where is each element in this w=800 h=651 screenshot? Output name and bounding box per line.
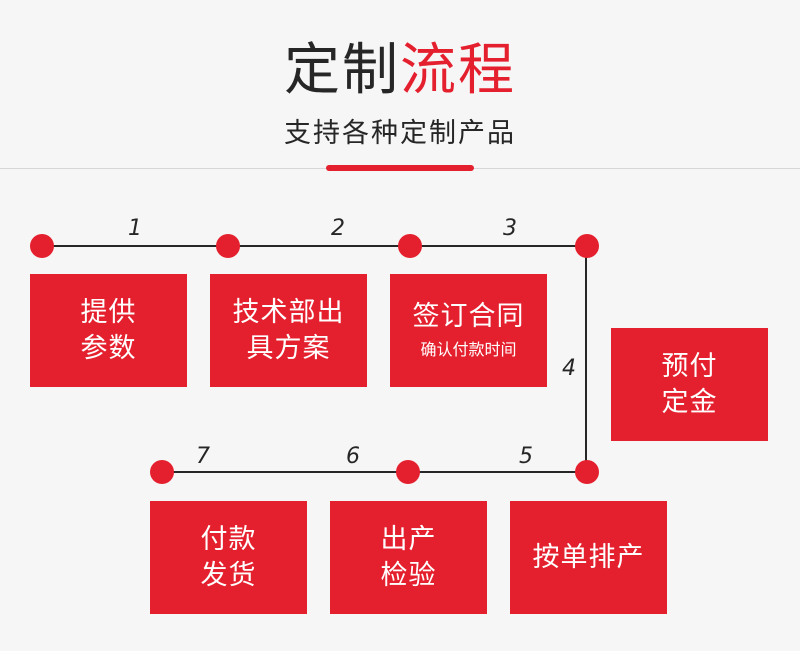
page-title: 定制流程 [0,36,800,106]
step-label: 预付 [661,350,718,382]
flow-dot [575,460,599,484]
step-label: 提供 [80,296,137,328]
flow-dot [398,234,422,258]
title-dark-text: 定制 [284,38,400,103]
flow-dot [575,234,599,258]
step-box-sign-contract: 签订合同 确认付款时间 [390,274,547,387]
step-label: 付款 [200,523,257,555]
title-accent-text: 流程 [400,38,516,103]
flow-dot [30,234,54,258]
step-sublabel: 确认付款时间 [420,339,517,359]
step-label: 具方案 [246,332,331,364]
step-number-7: 7 [196,444,210,469]
step-box-pay-ship: 付款 发货 [150,501,307,614]
step-box-deposit: 预付 定金 [611,328,768,441]
step-box-tech-plan: 技术部出 具方案 [210,274,367,387]
step-number-1: 1 [128,216,142,241]
step-number-6: 6 [346,444,360,469]
title-underline [326,165,474,171]
step-box-schedule-production: 按单排产 [510,501,667,614]
step-label: 检验 [380,559,437,591]
connector-right [585,245,587,473]
connector-top [42,245,587,247]
flow-dot [216,234,240,258]
step-label: 按单排产 [532,541,645,573]
step-label: 参数 [80,332,137,364]
connector-bottom [162,471,587,473]
step-number-2: 2 [331,216,345,241]
flow-dot [396,460,420,484]
step-box-inspection: 出产 检验 [330,501,487,614]
step-box-provide-params: 提供 参数 [30,274,187,387]
step-number-5: 5 [519,444,533,469]
step-label: 签订合同 [412,300,525,332]
step-number-3: 3 [503,216,517,241]
step-label: 出产 [380,523,437,555]
step-label: 发货 [200,559,257,591]
step-number-4: 4 [562,356,576,381]
flow-dot [150,460,174,484]
page-subtitle: 支持各种定制产品 [284,118,516,149]
step-label: 定金 [661,386,718,418]
step-label: 技术部出 [232,296,345,328]
